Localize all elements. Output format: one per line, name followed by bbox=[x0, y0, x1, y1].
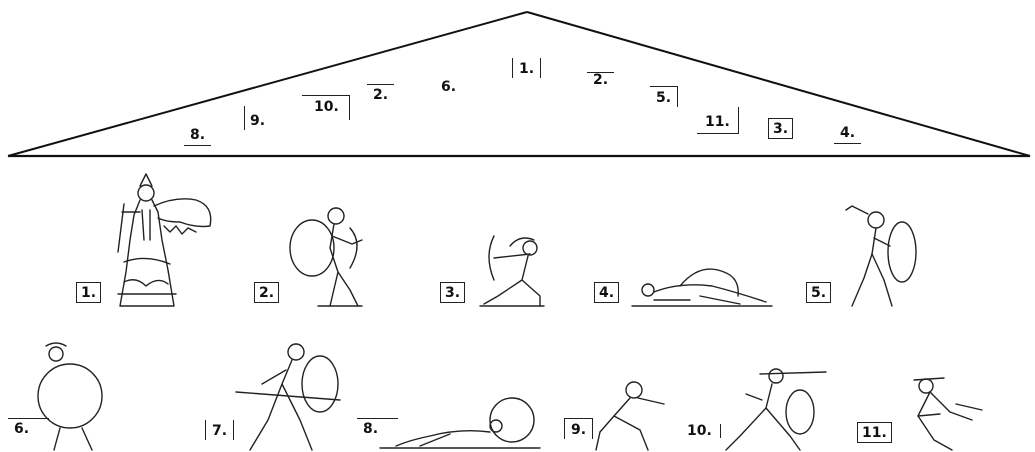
hoplite-shield-figure bbox=[38, 343, 102, 450]
crouching-warrior-figure bbox=[596, 382, 664, 450]
warrior-with-raised-arm-figure bbox=[846, 206, 916, 306]
spear-thrower-figure bbox=[726, 369, 826, 450]
falling-warrior-figure bbox=[914, 378, 982, 450]
reclining-wounded-figure bbox=[380, 398, 540, 448]
athena-figure bbox=[118, 174, 211, 306]
archer-with-shield-figure bbox=[290, 208, 362, 306]
fallen-warrior-figure bbox=[632, 269, 772, 306]
kneeling-archer-figure bbox=[480, 236, 544, 306]
spearman-lunging-figure bbox=[236, 344, 340, 450]
